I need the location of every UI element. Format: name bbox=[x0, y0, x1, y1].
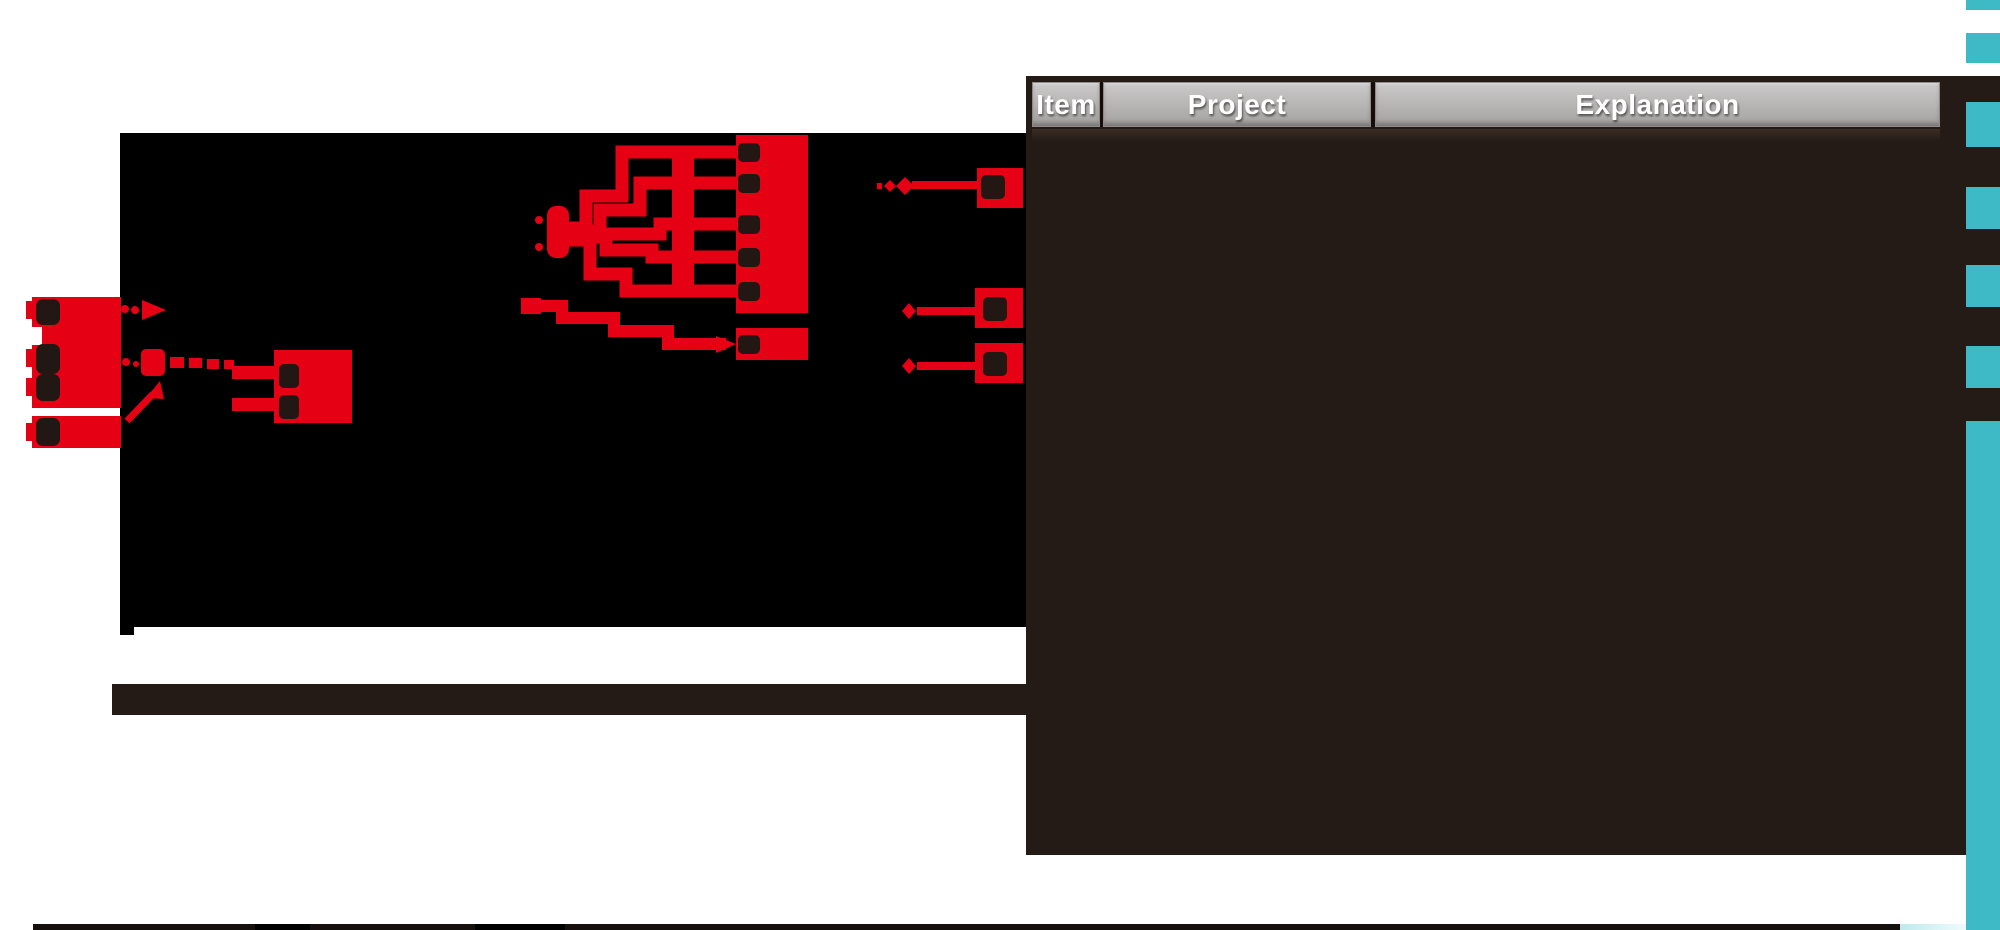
table-body-top-band bbox=[1032, 129, 1940, 141]
fan-pad bbox=[738, 282, 760, 301]
bottom-bar-glow bbox=[1900, 924, 1966, 930]
fan-pad bbox=[738, 215, 760, 234]
connector-nub bbox=[26, 301, 33, 319]
diamond-via-icon bbox=[902, 303, 916, 319]
trace-arrow-icon bbox=[716, 336, 736, 353]
ic-pad bbox=[279, 395, 299, 419]
header-cell-explanation: Explanation bbox=[1375, 82, 1940, 127]
pcb-traces-svg bbox=[121, 135, 1023, 424]
small-ic bbox=[274, 350, 352, 423]
bottom-bar-segment bbox=[475, 924, 565, 930]
connector-pin bbox=[36, 299, 60, 325]
teal-edge-square bbox=[1966, 265, 2000, 307]
bottom-divider-bar bbox=[33, 924, 1900, 930]
right-plug-group bbox=[877, 168, 1023, 383]
fan-pad bbox=[738, 174, 760, 193]
left-trace-group bbox=[121, 300, 274, 424]
connector-nub bbox=[26, 349, 33, 367]
diamond-via-icon bbox=[884, 180, 896, 192]
pcb-board bbox=[120, 133, 1027, 627]
horizontal-divider-bar bbox=[112, 684, 1027, 715]
ic-pad bbox=[279, 364, 299, 388]
fan-pad bbox=[738, 335, 760, 354]
header-divider bbox=[1100, 82, 1103, 127]
diamond-via-icon bbox=[902, 358, 916, 374]
header-cell-project: Project bbox=[1103, 82, 1371, 127]
table-header-row: Item Project Explanation bbox=[1032, 82, 1940, 127]
trace-arrow-icon bbox=[146, 381, 164, 399]
header-cell-item: Item bbox=[1032, 82, 1100, 127]
connector-nub bbox=[26, 378, 33, 396]
teal-edge-square bbox=[1966, 0, 2000, 10]
fan-pad bbox=[738, 143, 760, 162]
explanation-table: Item Project Explanation bbox=[1026, 76, 2000, 855]
diamond-via-icon bbox=[896, 177, 914, 195]
teal-edge-square bbox=[1966, 102, 2000, 147]
left-connector-notch bbox=[32, 327, 42, 345]
plug-pad bbox=[983, 352, 1007, 376]
connector-pin bbox=[36, 418, 60, 446]
connector-nub bbox=[26, 423, 33, 441]
trace-arrow-icon bbox=[142, 300, 166, 320]
teal-edge-square bbox=[1966, 346, 2000, 388]
fan-pad bbox=[738, 248, 760, 267]
connector-pin bbox=[36, 344, 60, 374]
fan-out-group bbox=[521, 135, 808, 360]
plug-pad bbox=[981, 175, 1005, 199]
pcb-board-tab bbox=[120, 627, 134, 635]
teal-edge-square bbox=[1966, 33, 2000, 63]
bottom-bar-segment bbox=[255, 924, 310, 930]
teal-edge-square bbox=[1966, 187, 2000, 229]
connector-pin bbox=[36, 374, 60, 401]
plug-pad bbox=[983, 297, 1007, 321]
header-divider bbox=[1371, 82, 1375, 127]
teal-edge-strip bbox=[1966, 421, 2000, 930]
